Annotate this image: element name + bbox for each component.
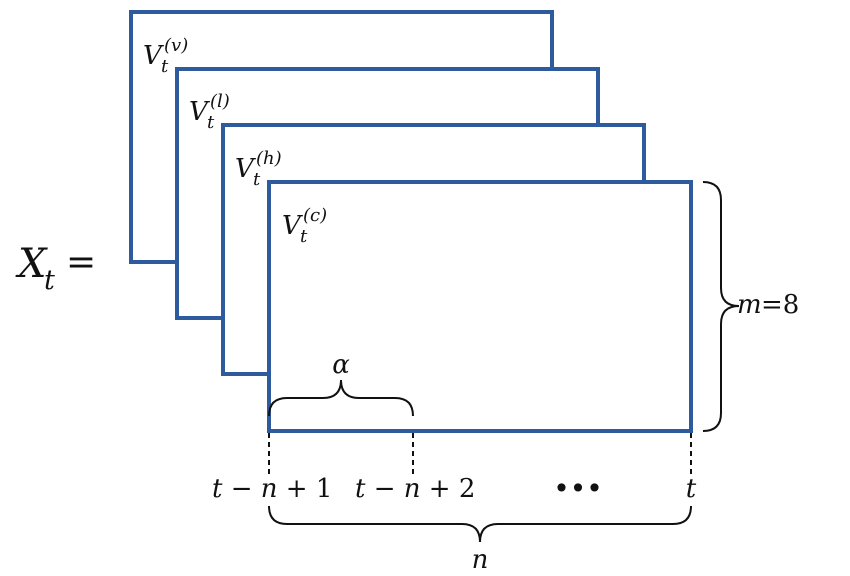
layer-h-base: V (235, 154, 256, 184)
tick-label-2-t: t (355, 474, 366, 504)
layer-v-sub: t (161, 56, 169, 77)
n-brace (268, 505, 692, 543)
m-label: m =8 (737, 290, 799, 320)
tick-label-2-minus: − (365, 474, 403, 504)
layer-c-base: V (282, 211, 303, 241)
lhs-equals: = (66, 242, 96, 283)
ellipsis-dots: ••• (553, 472, 603, 505)
layer-c: V t (c) (267, 180, 693, 433)
tick-label-1-n: n (261, 474, 278, 504)
layer-h-sub: t (253, 169, 261, 190)
layer-l-base: V (189, 97, 210, 127)
layer-l-sup: (l) (210, 91, 230, 112)
layer-l-sub: t (207, 112, 215, 133)
tick-label-1-plus: + 1 (278, 474, 333, 504)
tick-label-2-n: n (404, 474, 421, 504)
m-label-value: =8 (761, 290, 799, 320)
lhs-base: X (15, 241, 48, 287)
layer-c-sub: t (300, 226, 308, 247)
tick-label-1: t − n + 1 (212, 474, 332, 504)
m-label-var: m (737, 290, 762, 320)
tick-label-t: t (686, 474, 697, 504)
tick-label-2: t − n + 2 (355, 474, 475, 504)
alpha-label: α (332, 350, 350, 380)
layer-v-sup: (v) (164, 35, 188, 56)
layer-h-sup: (h) (256, 148, 282, 169)
n-label: n (472, 545, 489, 575)
lhs-sub: t (44, 265, 55, 296)
lhs-expression: X t = (15, 241, 96, 296)
alpha-brace (268, 379, 414, 417)
m-brace (702, 181, 740, 432)
layer-v-base: V (143, 41, 164, 71)
tick-label-2-plus: + 2 (421, 474, 476, 504)
layer-c-frame (267, 180, 693, 433)
tick-label-1-t: t (212, 474, 223, 504)
layer-c-sup: (c) (303, 205, 327, 226)
tick-label-1-minus: − (222, 474, 260, 504)
